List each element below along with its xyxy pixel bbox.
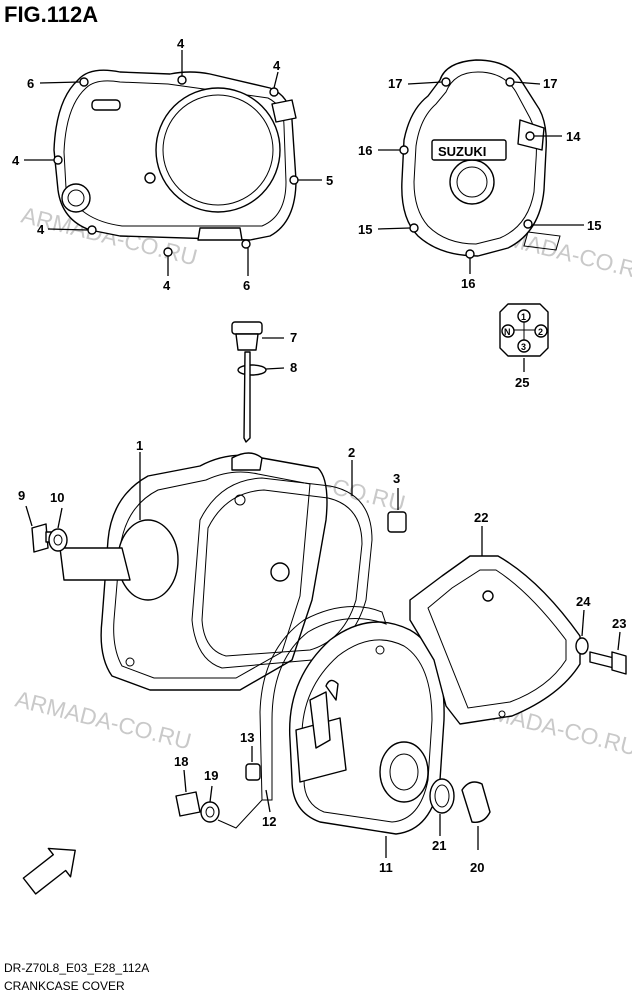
cover-top-view-right: SUZUKI [377, 59, 584, 274]
callout-12: 12 [262, 814, 276, 829]
cover-top-view-left [24, 50, 322, 276]
oil-filler-cap [231, 321, 285, 443]
callout-2: 2 [348, 445, 355, 460]
watermark-4: ARMADA-CO.RU [13, 686, 194, 755]
callout-19: 19 [204, 768, 218, 783]
callout-4-left: 4 [12, 153, 20, 168]
callout-5: 5 [326, 173, 333, 188]
callout-11: 11 [379, 860, 393, 875]
bolt-holes-right [399, 77, 535, 259]
clutch-cover [59, 452, 328, 691]
indicator-2: 2 [538, 327, 543, 337]
indicator-n: N [504, 327, 511, 337]
figure-code: DR-Z70L8_E03_E28_112A [4, 961, 149, 975]
sprocket-cover-bolt [575, 609, 627, 675]
magneto-cover [288, 621, 445, 858]
magneto-cover-gasket [245, 606, 387, 813]
clutch-cover-gasket [191, 460, 373, 669]
figure-title: FIG.112A [4, 2, 98, 27]
callout-22: 22 [474, 510, 488, 525]
callout-4-right: 4 [273, 58, 281, 73]
callout-10: 10 [50, 490, 64, 505]
callout-20: 20 [470, 860, 484, 875]
drain-bolt [25, 505, 68, 553]
callout-14: 14 [566, 129, 581, 144]
callout-7: 7 [290, 330, 297, 345]
inspection-plug [175, 769, 263, 829]
brand-mark: SUZUKI [438, 144, 486, 159]
callout-4-bottom: 4 [163, 278, 171, 293]
callout-1: 1 [136, 438, 143, 453]
gear-position-indicator: 1 2 3 N [499, 303, 549, 372]
callout-21: 21 [432, 838, 446, 853]
dowel-pin-3 [387, 488, 407, 533]
callout-17-left: 17 [388, 76, 402, 91]
callout-8: 8 [290, 360, 297, 375]
callout-16-bottom: 16 [461, 276, 475, 291]
callout-6-bottom: 6 [243, 278, 250, 293]
callout-25: 25 [515, 375, 529, 390]
callout-17-right: 17 [543, 76, 557, 91]
callout-9: 9 [18, 488, 25, 503]
callout-3: 3 [393, 471, 400, 486]
forward-direction-arrow: FWD [22, 847, 76, 895]
magneto-cap [429, 778, 491, 850]
callout-13: 13 [240, 730, 254, 745]
callout-4-bottom-left: 4 [37, 222, 45, 237]
callout-16-left: 16 [358, 143, 372, 158]
callout-4-top: 4 [177, 36, 185, 51]
indicator-1: 1 [521, 312, 526, 322]
callout-15-left: 15 [358, 222, 372, 237]
callout-6-left: 6 [27, 76, 34, 91]
callout-15-right: 15 [587, 218, 601, 233]
callout-24: 24 [576, 594, 591, 609]
indicator-3: 3 [521, 342, 526, 352]
callout-18: 18 [174, 754, 188, 769]
figure-caption: CRANKCASE COVER [4, 979, 125, 993]
sprocket-cover [409, 526, 581, 725]
callout-23: 23 [612, 616, 626, 631]
bolt-holes-left [53, 75, 299, 257]
